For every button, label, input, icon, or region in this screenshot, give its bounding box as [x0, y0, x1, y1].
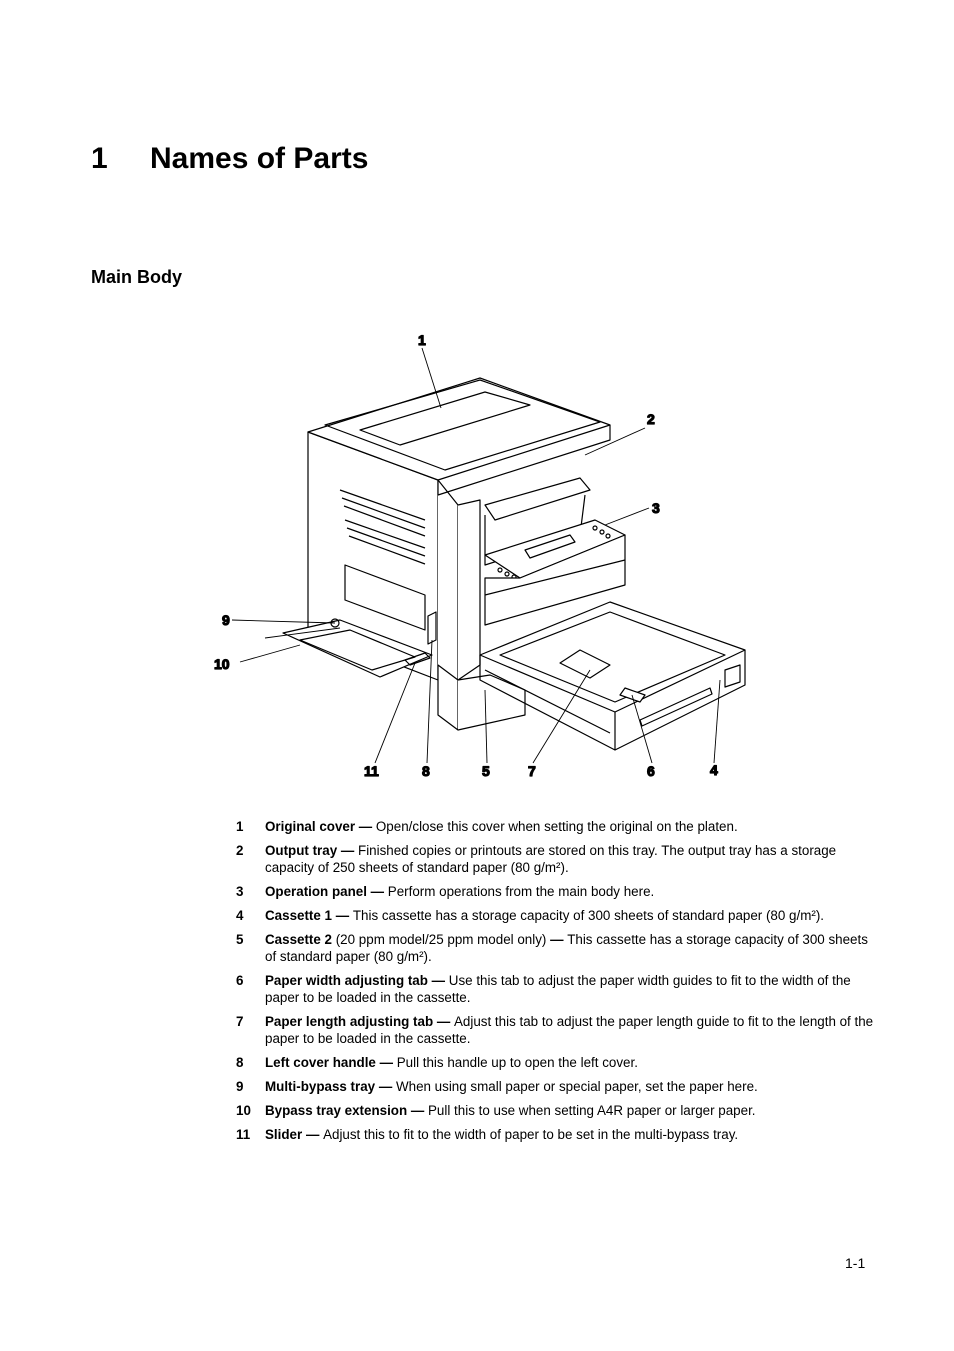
- callout-9: 9: [222, 612, 230, 628]
- part-name: Left cover handle: [265, 1055, 376, 1070]
- chapter-title: Names of Parts: [150, 142, 369, 175]
- page-number: 1-1: [845, 1255, 866, 1271]
- chapter-heading: 1 Names of Parts: [91, 142, 368, 176]
- callout-4: 4: [710, 762, 718, 778]
- legend-number: 8: [236, 1055, 244, 1070]
- separator: —: [427, 973, 449, 988]
- legend-item: 5 Cassette 2 (20 ppm model/25 ppm model o…: [236, 931, 876, 965]
- part-description: This cassette has a storage capacity of …: [352, 908, 825, 923]
- separator: —: [375, 1079, 396, 1094]
- part-description: Adjust this to fit to the width of paper…: [323, 1127, 739, 1142]
- part-name: Original cover: [265, 819, 356, 834]
- section-heading: Main Body: [91, 267, 183, 287]
- part-description: Open/close this cover when setting the o…: [375, 819, 738, 834]
- callout-2: 2: [647, 411, 655, 427]
- part-name: Cassette 2: [265, 932, 332, 947]
- legend-item: 6 Paper width adjusting tab — Use this ta…: [236, 972, 876, 1006]
- separator: —: [550, 932, 568, 947]
- legend-item: 1 Original cover — Open/close this cover …: [236, 818, 876, 835]
- separator: —: [355, 819, 376, 834]
- legend-item: 7 Paper length adjusting tab — Adjust thi…: [236, 1013, 876, 1047]
- legend-number: 7: [236, 1014, 244, 1029]
- callout-7: 7: [528, 763, 536, 779]
- part-description: When using small paper or special paper,…: [395, 1079, 758, 1094]
- separator: —: [366, 884, 388, 899]
- separator: —: [302, 1127, 324, 1142]
- part-description: Pull this to use when setting A4R paper …: [428, 1103, 756, 1118]
- machine-illustration: 1 2 3 9 10 11 8 5 7 6 4: [200, 320, 760, 790]
- callout-8: 8: [422, 763, 430, 779]
- legend-number: 9: [236, 1079, 244, 1094]
- part-name: Operation panel: [265, 884, 367, 899]
- copier-drawing: 1 2 3 9 10 11 8 5 7 6 4: [213, 331, 746, 780]
- part-name: Slider: [265, 1127, 303, 1142]
- part-note: (20 ppm model/25 ppm model only): [332, 932, 551, 947]
- callout-10: 10: [214, 656, 230, 672]
- legend-item: 2 Output tray — Finished copies or printo…: [236, 842, 876, 876]
- legend-number: 10: [236, 1103, 251, 1118]
- legend-number: 3: [236, 884, 244, 899]
- part-description: Use this tab to adjust the paper width g…: [265, 973, 851, 1005]
- separator: —: [407, 1103, 428, 1118]
- part-name: Paper width adjusting tab: [265, 973, 428, 988]
- legend-item: 9 Multi-bypass tray — When using small pa…: [236, 1078, 876, 1095]
- part-description: Finished copies or printouts are stored …: [265, 843, 837, 875]
- part-description: This cassette has a storage capacity of …: [265, 932, 868, 964]
- legend-number: 1: [236, 819, 244, 834]
- separator: —: [375, 1055, 397, 1070]
- legend-item: 11 Slider — Adjust this to fit to the wid…: [236, 1126, 876, 1143]
- callout-5: 5: [482, 763, 490, 779]
- part-description: Pull this handle up to open the left cov…: [396, 1055, 638, 1070]
- part-name: Multi-bypass tray: [265, 1079, 376, 1094]
- part-name: Paper length adjusting tab: [265, 1014, 434, 1029]
- parts-legend: 1 Original cover — Open/close this cover …: [236, 818, 876, 1150]
- legend-item: 10 Bypass tray extension — Pull this to u…: [236, 1102, 876, 1119]
- part-description: Perform operations from the main body he…: [387, 884, 655, 899]
- separator: —: [337, 843, 359, 858]
- legend-number: 11: [236, 1127, 251, 1142]
- callout-3: 3: [652, 500, 660, 516]
- chapter-number: 1: [91, 142, 108, 175]
- callout-11: 11: [364, 763, 379, 779]
- part-description: Adjust this tab to adjust the paper leng…: [265, 1014, 874, 1046]
- part-name: Output tray: [265, 843, 338, 858]
- part-name: Bypass tray extension: [265, 1103, 408, 1118]
- callout-6: 6: [647, 763, 655, 779]
- legend-item: 3 Operation panel — Perform operations fr…: [236, 883, 876, 900]
- callout-1: 1: [418, 332, 426, 348]
- legend-number: 6: [236, 973, 244, 988]
- legend-number: 4: [236, 908, 244, 923]
- legend-number: 5: [236, 932, 244, 947]
- legend-number: 2: [236, 843, 244, 858]
- legend-item: 4 Cassette 1 — This cassette has a storag…: [236, 907, 876, 924]
- separator: —: [332, 908, 353, 923]
- legend-item: 8 Left cover handle — Pull this handle up…: [236, 1054, 876, 1071]
- separator: —: [433, 1014, 454, 1029]
- part-name: Cassette 1: [265, 908, 332, 923]
